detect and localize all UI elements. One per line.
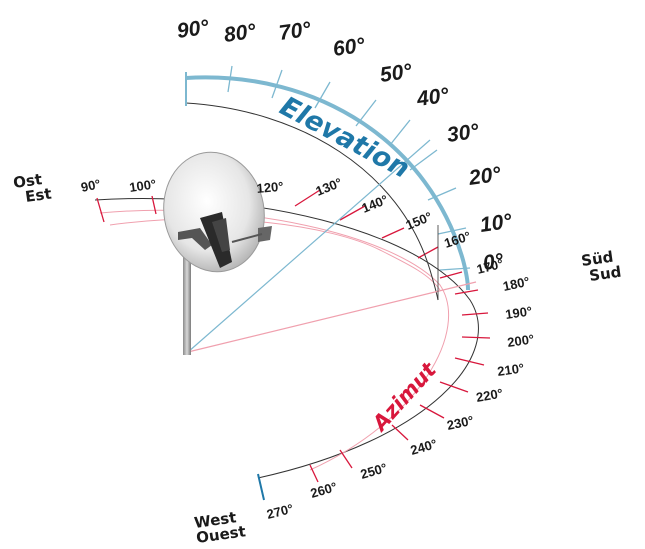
elevation-label: 60° — [331, 34, 366, 61]
direction-east-it: Est — [24, 184, 53, 205]
elevation-label: 40° — [415, 84, 451, 111]
azimuth-title: Azimut — [367, 357, 442, 437]
direction-south-it: Sud — [588, 263, 622, 285]
elevation-label: 30° — [445, 120, 480, 147]
azimuth-inner-ring-2 — [109, 218, 441, 291]
azimuth-label: 250° — [359, 460, 389, 482]
direction-east-de: Ost — [12, 170, 43, 192]
azimuth-inner-ring — [99, 209, 450, 471]
azimuth-outer-arc — [94, 197, 479, 479]
azimuth-label: 120° — [256, 179, 284, 196]
elevation-label: 50° — [378, 60, 413, 87]
azimuth-label: 190° — [504, 303, 533, 322]
azimuth-label: 270° — [265, 501, 295, 522]
azimuth-pointing-line — [187, 281, 477, 353]
direction-south-de: Süd — [580, 248, 614, 270]
elevation-tick-labels: 90° 80° 70° 60° 50° 40° 30° 20° 10° 0° — [175, 16, 513, 275]
elevation-tick-marks — [227, 65, 471, 271]
direction-west: West Ouest — [193, 508, 247, 547]
elevation-label: 0° — [481, 249, 505, 275]
elevation-label: 70° — [277, 18, 312, 45]
elevation-label: 80° — [222, 20, 257, 47]
azimuth-label: 200° — [506, 331, 535, 350]
azimuth-tick-marks — [96, 189, 491, 501]
azimuth-label: 180° — [502, 274, 531, 294]
azimuth-label: 170° — [475, 256, 505, 277]
elevation-label: 10° — [478, 210, 513, 237]
azimuth-label: 210° — [496, 360, 525, 379]
direction-south: Süd Sud — [580, 248, 622, 285]
azimuth-label: 140° — [360, 192, 391, 216]
azimuth-tick-labels: 90° 100° 120° 130° 140° 150° 160° 170° 1… — [80, 175, 536, 522]
azimuth-label: 100° — [128, 176, 157, 195]
elevation-label: 20° — [467, 163, 503, 190]
azimuth-label: 240° — [409, 436, 439, 458]
azimuth-label: 130° — [314, 175, 345, 199]
azimuth-label: 230° — [446, 413, 475, 433]
azimuth-label: 90° — [80, 176, 102, 195]
azimuth-label: 150° — [404, 209, 435, 233]
direction-west-de: West — [193, 508, 237, 532]
elevation-outer-arc — [185, 75, 470, 291]
direction-east: Ost Est — [12, 170, 53, 206]
elevation-label: 90° — [175, 16, 210, 43]
elevation-pointing-line — [187, 139, 431, 353]
satellite-dish-icon — [163, 151, 272, 355]
azimuth-label: 260° — [309, 479, 339, 501]
azimuth-label: 220° — [475, 386, 504, 405]
elevation-title: Elevation — [275, 91, 415, 185]
